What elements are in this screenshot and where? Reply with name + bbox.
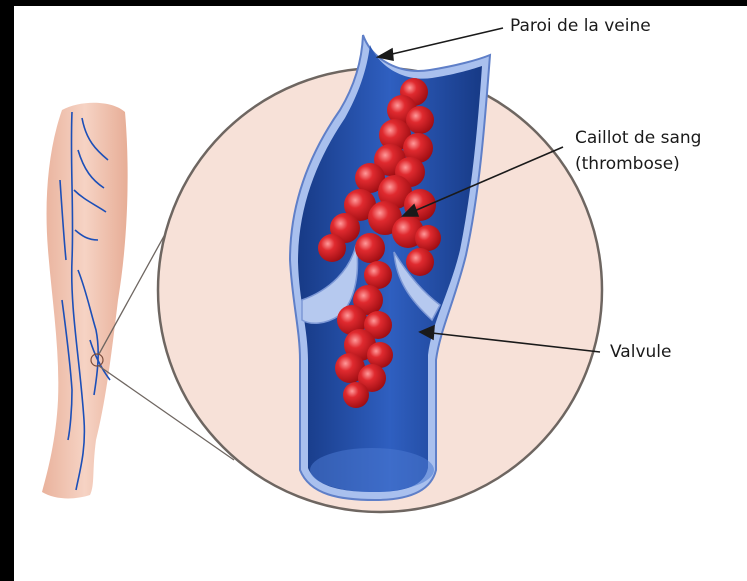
arrow-vein-wall: [388, 28, 503, 55]
leg: [42, 103, 128, 499]
label-vein-wall: Paroi de la veine: [510, 16, 651, 37]
label-clot-line1: Caillot de sang: [575, 128, 701, 149]
label-clot-line2: (thrombose): [575, 154, 680, 175]
label-valve: Valvule: [610, 342, 671, 363]
vein-opening: [310, 448, 434, 492]
